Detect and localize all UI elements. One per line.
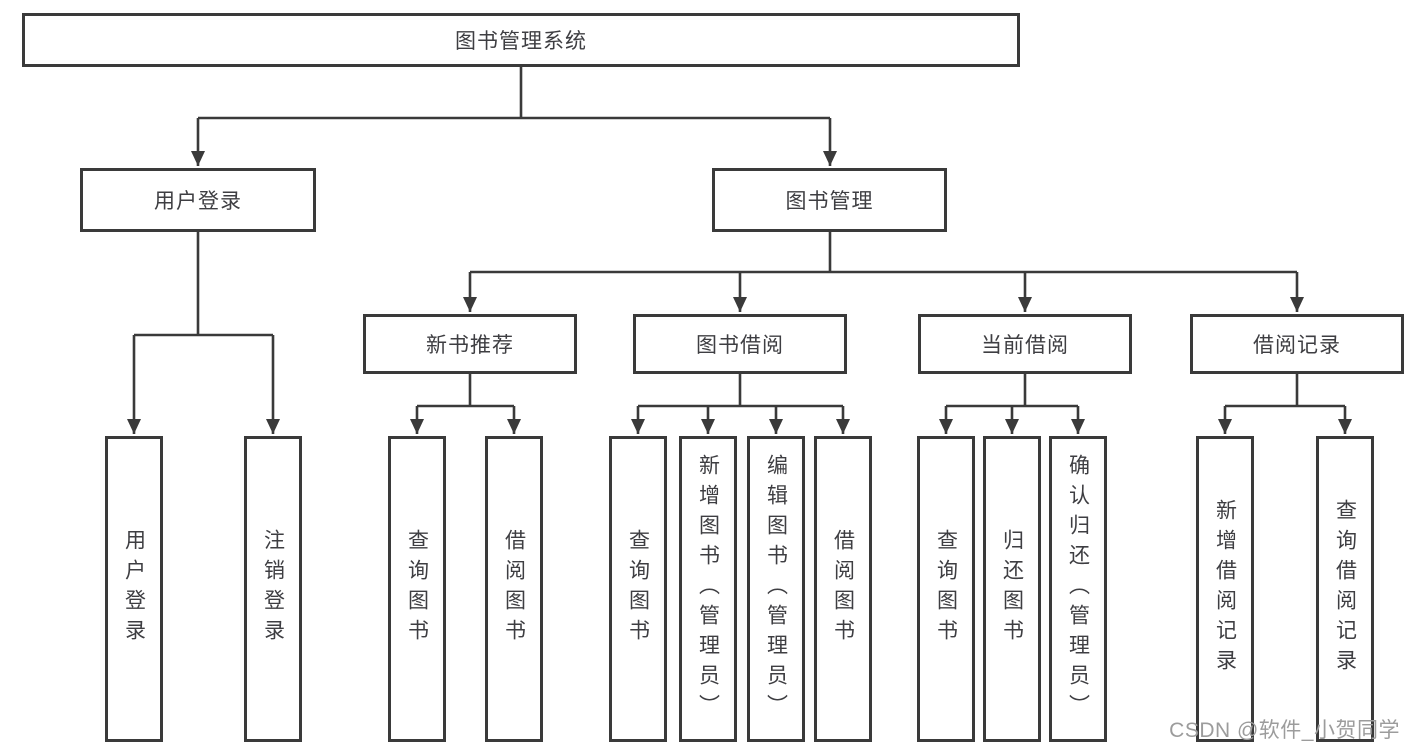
leaf-newbook-query-label: 查询图书 [405, 529, 429, 649]
leaf-record-query-label: 查询借阅记录 [1333, 499, 1357, 679]
node-borrow-records: 借阅记录 [1190, 314, 1404, 374]
leaf-borrow-book: 借阅图书 [814, 436, 872, 742]
leaf-record-query: 查询借阅记录 [1316, 436, 1374, 742]
node-book-borrow-label: 图书借阅 [696, 334, 784, 357]
node-book-borrow: 图书借阅 [633, 314, 847, 374]
leaf-logout-label: 注销登录 [261, 529, 285, 649]
watermark: CSDN @软件_小贺同学 [1169, 719, 1400, 742]
leaf-user-login: 用户登录 [105, 436, 163, 742]
node-new-book-recommend: 新书推荐 [363, 314, 577, 374]
leaf-current-confirm-admin-label: 确认归还（管理员） [1066, 454, 1090, 724]
leaf-borrow-query-label: 查询图书 [626, 529, 650, 649]
leaf-newbook-query: 查询图书 [388, 436, 446, 742]
leaf-current-return-label: 归还图书 [1000, 529, 1024, 649]
node-user-login-label: 用户登录 [154, 190, 242, 213]
node-root: 图书管理系统 [22, 13, 1020, 67]
leaf-borrow-add-admin: 新增图书（管理员） [679, 436, 737, 742]
leaf-current-return: 归还图书 [983, 436, 1041, 742]
node-root-label: 图书管理系统 [455, 30, 587, 53]
node-borrow-records-label: 借阅记录 [1253, 334, 1341, 357]
leaf-logout: 注销登录 [244, 436, 302, 742]
node-book-management-label: 图书管理 [785, 190, 874, 213]
connector-stems [134, 67, 1345, 408]
leaf-newbook-borrow-label: 借阅图书 [502, 529, 526, 649]
leaf-borrow-edit-admin-label: 编辑图书（管理员） [764, 454, 788, 724]
leaf-current-query: 查询图书 [917, 436, 975, 742]
node-current-borrow: 当前借阅 [918, 314, 1132, 374]
leaf-borrow-edit-admin: 编辑图书（管理员） [747, 436, 805, 742]
leaf-borrow-add-admin-label: 新增图书（管理员） [696, 454, 720, 724]
leaf-record-add-label: 新增借阅记录 [1213, 499, 1237, 679]
node-book-management: 图书管理 [712, 168, 947, 232]
connector-arrows [127, 118, 1352, 434]
leaf-record-add: 新增借阅记录 [1196, 436, 1254, 742]
leaf-current-confirm-admin: 确认归还（管理员） [1049, 436, 1107, 742]
leaf-user-login-label: 用户登录 [122, 529, 146, 649]
leaf-newbook-borrow: 借阅图书 [485, 436, 543, 742]
leaf-borrow-book-label: 借阅图书 [831, 529, 855, 649]
node-user-login: 用户登录 [80, 168, 316, 232]
leaf-current-query-label: 查询图书 [934, 529, 958, 649]
node-new-book-recommend-label: 新书推荐 [426, 334, 514, 357]
node-current-borrow-label: 当前借阅 [981, 334, 1069, 357]
leaf-borrow-query: 查询图书 [609, 436, 667, 742]
